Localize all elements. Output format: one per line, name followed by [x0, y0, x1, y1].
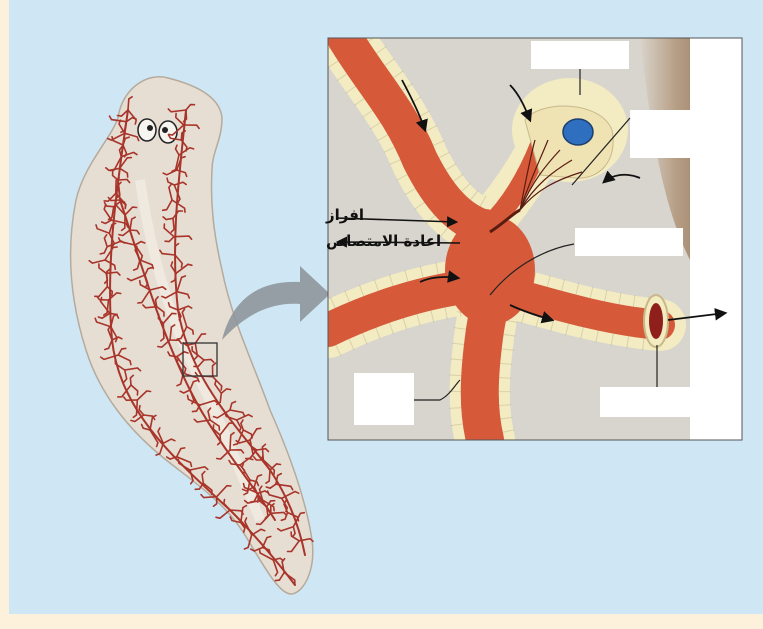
reabsorption-label: اعادة الامتصاص	[326, 232, 441, 250]
label-box-2	[630, 110, 740, 158]
flatworm	[71, 77, 313, 594]
label-box-3	[575, 228, 683, 256]
excretion-label: افراز	[325, 206, 364, 224]
label-box-1	[531, 41, 629, 69]
flatworm-body	[71, 77, 313, 594]
network-branch	[216, 510, 230, 518]
flame-cell-nucleus	[563, 119, 593, 145]
label-box-5	[600, 387, 706, 417]
left-eye	[138, 119, 156, 141]
label-box-4	[354, 373, 414, 425]
